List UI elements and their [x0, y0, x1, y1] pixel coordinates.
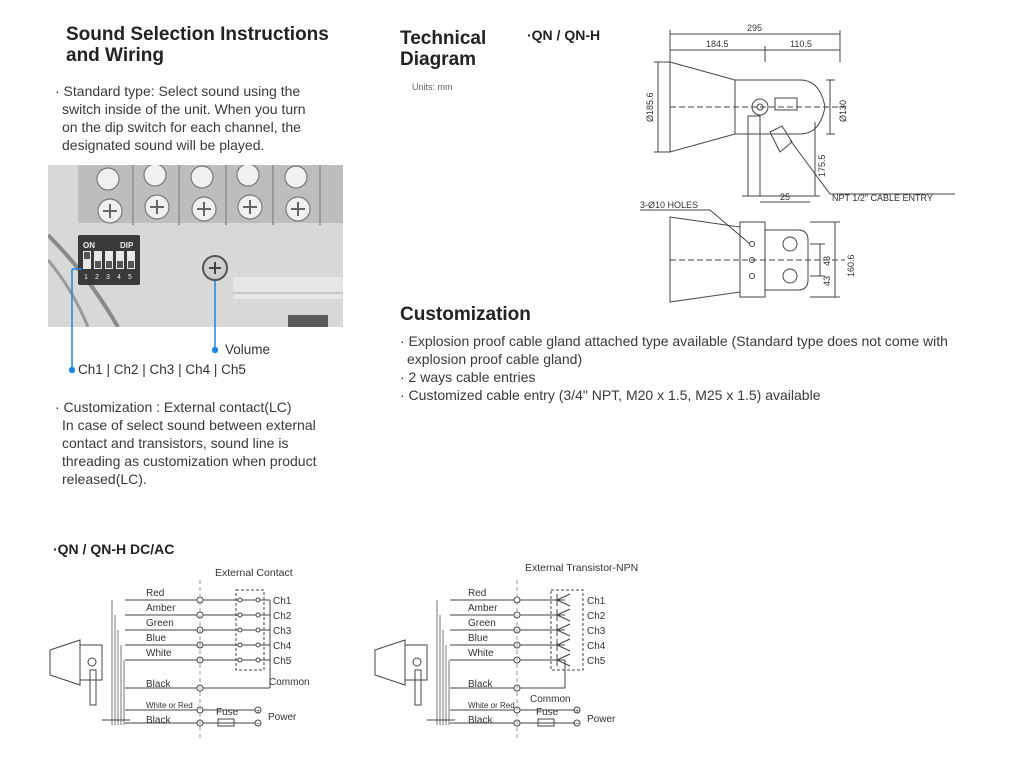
- standard-line: · Standard type: Select sound using the: [55, 83, 301, 99]
- channel-label: Ch2: [273, 611, 292, 622]
- dip-number: 5: [128, 274, 132, 281]
- fuse-label: Fuse: [216, 707, 239, 718]
- units-label: Units: mm: [412, 82, 453, 92]
- wire-label: Blue: [146, 633, 166, 644]
- dip-label: DIP: [120, 241, 134, 250]
- black-label: Black: [146, 679, 171, 690]
- external-transistor-diagram: External Transistor-NPN Red Amber Green …: [374, 562, 638, 740]
- dim-h1: 43: [822, 256, 832, 266]
- channel-label: Ch1: [273, 596, 292, 607]
- volume-label: Volume: [225, 342, 271, 357]
- wire-label: White: [146, 648, 172, 659]
- customization-title: Customization: [400, 304, 531, 325]
- wire-label: White: [468, 648, 494, 659]
- wire-label: Amber: [146, 603, 176, 614]
- wire-label: Red: [468, 588, 486, 599]
- technical-drawing: 295 184.5 110.5 Ø185.6 Ø130 175.5 25 NPT…: [640, 23, 955, 303]
- transistor-title: External Transistor-NPN: [525, 562, 638, 574]
- fuse-label: Fuse: [536, 707, 559, 718]
- standard-type-text: · Standard type: Select sound using the …: [55, 82, 345, 154]
- dim-bracket: 175.5: [817, 154, 827, 177]
- dim-offset: 25: [780, 192, 790, 202]
- model-label: ·QN / QN-H: [527, 27, 601, 43]
- wiring-title: ·QN / QN-H DC/AC: [53, 541, 175, 557]
- dip-number: 2: [95, 274, 99, 281]
- dip-number: 1: [84, 274, 88, 281]
- power-label: Power: [587, 714, 616, 725]
- standard-line: designated sound will be played.: [62, 137, 265, 153]
- wire-label: Green: [468, 618, 496, 629]
- dip-on-label: ON: [83, 241, 95, 250]
- technical-title-line2: Diagram: [400, 49, 477, 70]
- dip-number: 4: [117, 274, 121, 281]
- white-or-red-label: White or Red: [146, 701, 193, 710]
- external-contact-diagram: External Contact Red Amber Green Blue Wh…: [49, 567, 310, 740]
- black-label: Black: [468, 679, 493, 690]
- customization-section: Customization: [400, 304, 531, 325]
- power-label: Power: [268, 712, 297, 723]
- technical-title-line1: Technical: [400, 28, 487, 49]
- custom-lc-line: In case of select sound between external: [62, 417, 316, 433]
- common-label: Common: [530, 694, 571, 705]
- channel-label: Ch4: [587, 641, 606, 652]
- sound-section-title: Sound Selection Instructions and Wiring: [66, 24, 329, 66]
- dim-total: 295: [747, 23, 762, 33]
- black2-label: Black: [468, 715, 493, 726]
- dim-rear: 110.5: [790, 39, 812, 49]
- wire-label: Red: [146, 588, 164, 599]
- dim-holes: 3-Ø10 HOLES: [640, 200, 698, 210]
- channel-label: Ch1: [587, 596, 606, 607]
- channel-label: Ch5: [587, 656, 606, 667]
- custom-lc-line: · Customization : External contact(LC): [55, 399, 292, 415]
- white-or-red-label: White or Red: [468, 701, 515, 710]
- technical-title: Technical Diagram: [400, 28, 486, 70]
- channel-label: Ch4: [273, 641, 292, 652]
- dim-d-rear: Ø130: [838, 100, 848, 122]
- custom-lc-line: released(LC).: [62, 471, 147, 487]
- dim-d-front: Ø185.6: [645, 92, 655, 122]
- customization-item: · Explosion proof cable gland attached t…: [400, 333, 948, 349]
- plus-sign: +: [256, 708, 260, 715]
- channel-label: Ch5: [273, 656, 292, 667]
- custom-lc-line: contact and transistors, sound line is: [62, 435, 289, 451]
- contact-title: External Contact: [215, 567, 293, 579]
- minus-sign: −: [256, 721, 260, 728]
- photo-callouts: [68, 326, 219, 374]
- black2-label: Black: [146, 715, 171, 726]
- dim-front: 184.5: [706, 39, 729, 49]
- dim-h2: 43: [822, 276, 832, 286]
- channels-label: Ch1 | Ch2 | Ch3 | Ch4 | Ch5: [78, 362, 246, 377]
- minus-sign: −: [575, 721, 579, 728]
- common-label: Common: [269, 677, 310, 688]
- standard-line: on the dip switch for each channel, the: [62, 119, 301, 135]
- wire-label: Green: [146, 618, 174, 629]
- custom-lc-line: threading as customization when product: [62, 453, 317, 469]
- wire-label: Blue: [468, 633, 488, 644]
- customization-item: explosion proof cable gland): [407, 351, 583, 367]
- sound-title-line1: Sound Selection Instructions: [66, 24, 329, 45]
- channel-label: Ch2: [587, 611, 606, 622]
- wire-label: Amber: [468, 603, 498, 614]
- channel-label: Ch3: [273, 626, 292, 637]
- customization-lc-text: · Customization : External contact(LC) I…: [55, 398, 355, 488]
- dim-cable-entry: NPT 1/2" CABLE ENTRY: [832, 193, 933, 203]
- customization-list: · Explosion proof cable gland attached t…: [400, 332, 1015, 404]
- channel-label: Ch3: [587, 626, 606, 637]
- sound-title-line2: and Wiring: [66, 45, 164, 66]
- customization-item: · 2 ways cable entries: [400, 369, 536, 385]
- customization-item: · Customized cable entry (3/4" NPT, M20 …: [400, 387, 821, 403]
- standard-line: switch inside of the unit. When you turn: [62, 101, 306, 117]
- plus-sign: +: [575, 708, 579, 715]
- dip-number: 3: [106, 274, 110, 281]
- dim-h-total: 160.6: [846, 254, 856, 277]
- dip-switch-photo: ON DIP 1 2 3 4 5: [48, 165, 343, 327]
